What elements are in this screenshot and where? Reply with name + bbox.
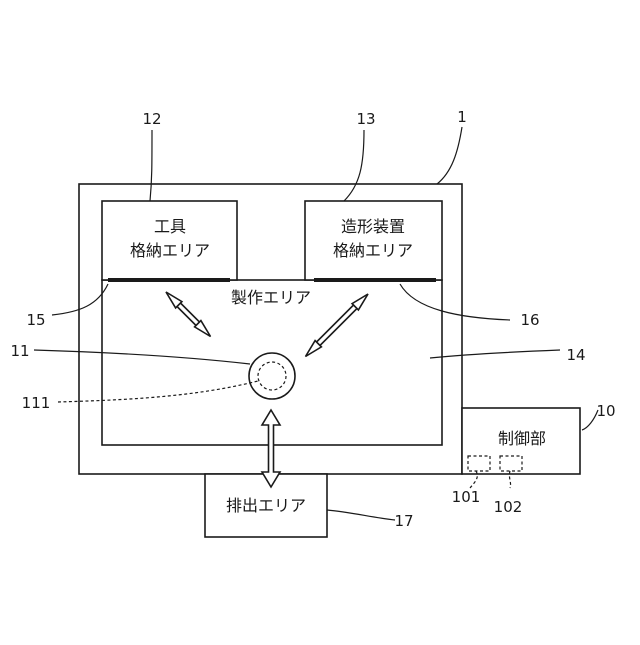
ref-102: 102 <box>494 498 523 516</box>
door-16-bar <box>314 278 436 282</box>
ref-16: 16 <box>520 311 539 329</box>
ref-10: 10 <box>596 402 615 420</box>
control-unit-label: 制御部 <box>498 429 546 448</box>
ref-13: 13 <box>356 110 375 128</box>
ref-111: 111 <box>22 394 51 412</box>
door-15-bar <box>108 278 230 282</box>
ref-15: 15 <box>26 311 45 329</box>
discharge-area-label: 排出エリア <box>226 496 306 515</box>
ref-12: 12 <box>142 110 161 128</box>
ref-101: 101 <box>452 488 481 506</box>
leader-1 <box>437 127 462 184</box>
leader-17 <box>327 510 395 520</box>
ref-11: 11 <box>10 342 29 360</box>
item-11-circle <box>249 353 295 399</box>
tool-area-label-2: 格納エリア <box>130 241 210 260</box>
ref-14: 14 <box>566 346 585 364</box>
device-area-label-1: 造形装置 <box>341 217 405 236</box>
tool-area-label-1: 工具 <box>154 217 186 236</box>
production-area-label: 製作エリア <box>231 288 311 307</box>
device-area-label-2: 格納エリア <box>333 241 413 260</box>
ref-17: 17 <box>394 512 413 530</box>
ref-1: 1 <box>457 108 467 126</box>
